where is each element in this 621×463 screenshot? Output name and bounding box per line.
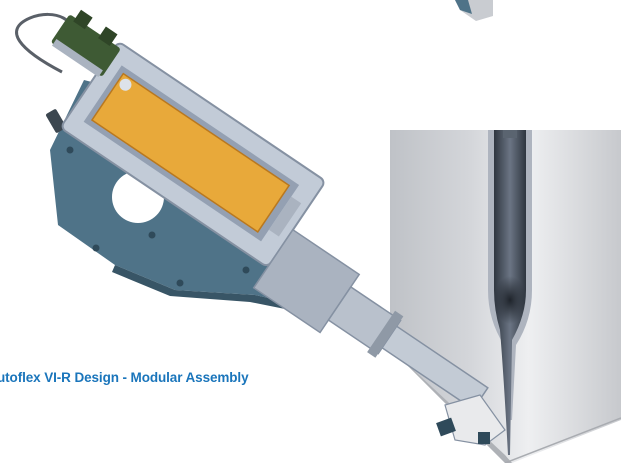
bolt-icon [92, 244, 100, 252]
bolt-icon [148, 231, 156, 239]
figure-caption: utoflex VI-R Design - Modular Assembly [0, 370, 249, 385]
clamp-bottom [436, 394, 506, 446]
bolt-icon [66, 146, 74, 154]
nozzle-needle [488, 130, 532, 455]
wire-gland [46, 109, 66, 133]
connector-cap [51, 9, 120, 77]
heater-band [90, 72, 291, 233]
heated-barrel [61, 42, 325, 267]
nozzle-extension [252, 228, 489, 411]
bolt-icon [242, 266, 250, 274]
bolt-icon [176, 279, 184, 287]
die-block-corner-icon [455, 0, 493, 21]
